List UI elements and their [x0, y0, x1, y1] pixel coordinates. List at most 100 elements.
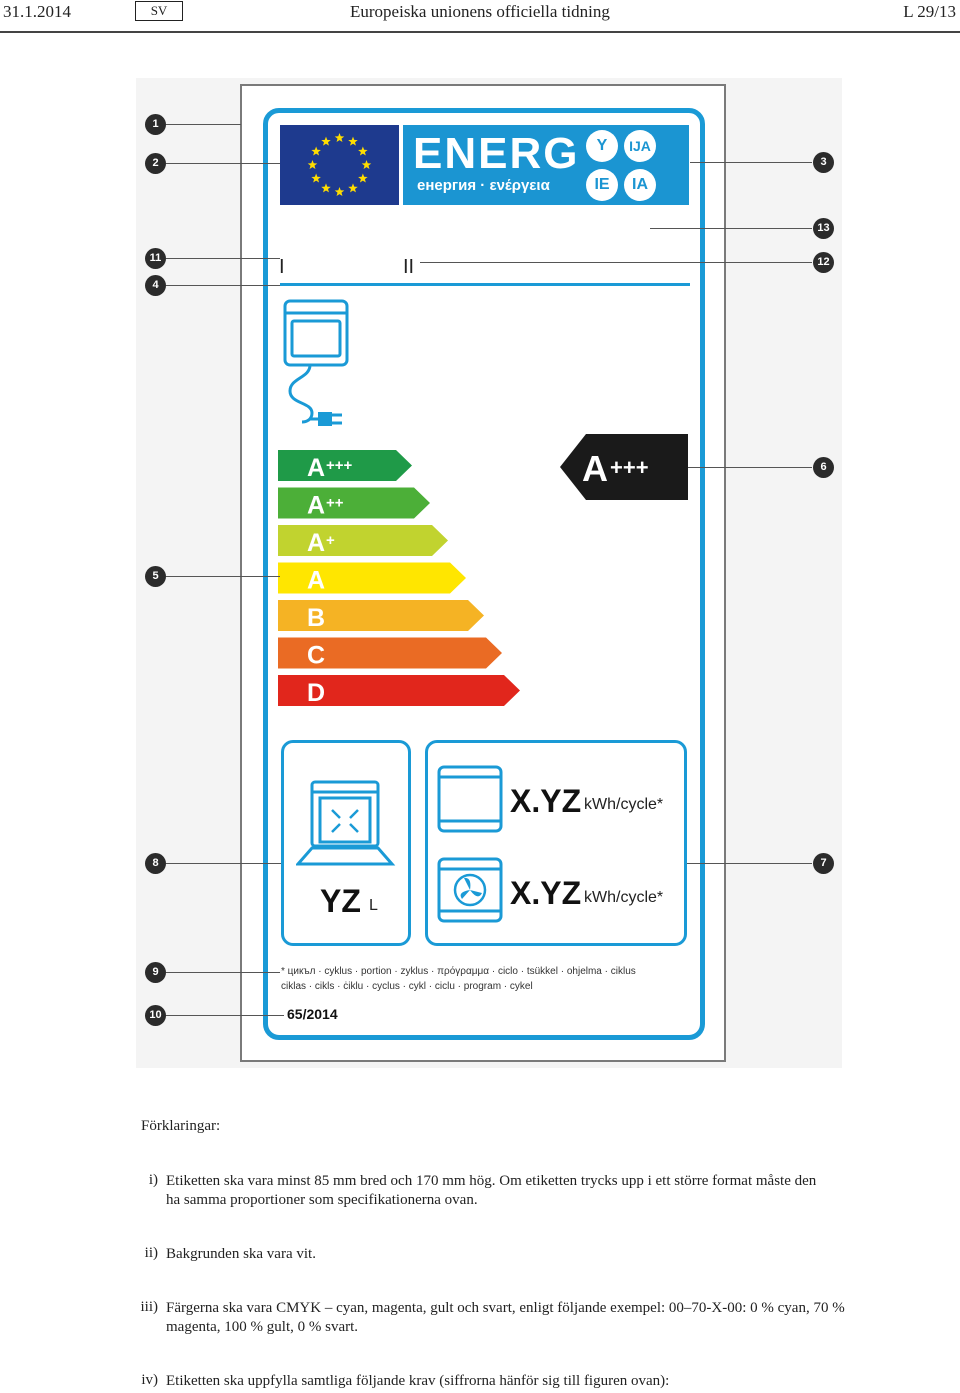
- eu-star: [321, 136, 331, 146]
- supplier-name-field: I: [279, 256, 285, 278]
- marker-10: 10: [145, 1005, 166, 1026]
- legend-item-text: Färgerna ska vara CMYK – cyan, magenta, …: [166, 1300, 845, 1316]
- leader-line: [420, 262, 812, 263]
- marker-12: 12: [813, 252, 834, 273]
- header-rule: [0, 31, 960, 33]
- marker-1: 1: [145, 114, 166, 135]
- current-class-sup: +++: [610, 455, 649, 480]
- eu-star: [307, 160, 318, 170]
- legend-item-text: Etiketten ska vara minst 85 mm bred och …: [166, 1173, 817, 1189]
- scale-arrow: [278, 450, 412, 481]
- scale-arrow: [278, 600, 484, 631]
- energy-conventional-value: X.YZ: [510, 783, 582, 819]
- eu-star: [358, 146, 368, 156]
- leader-line: [166, 258, 280, 259]
- scale-arrow-label: A: [307, 454, 325, 482]
- marker-5: 5: [145, 566, 166, 587]
- energy-conventional-unit: kWh/cycle*: [584, 796, 664, 813]
- eu-star: [311, 173, 321, 183]
- scale-arrow: [278, 675, 520, 706]
- legend-item-text: magenta, 100 % gult, 0 % svart.: [166, 1319, 359, 1335]
- conventional-heating-icon: [437, 765, 503, 833]
- legend-item-text: Bakgrunden ska vara vit.: [166, 1246, 316, 1262]
- marker-2: 2: [145, 153, 166, 174]
- current-class-label: A: [582, 448, 608, 489]
- footnote-line: * цикъл · cyklus · portion · zyklus · πρ…: [281, 966, 636, 977]
- name-divider: [280, 283, 690, 286]
- scale-arrow: [278, 487, 430, 519]
- oven-plug-icon: [283, 299, 349, 426]
- volume-unit: L: [369, 897, 378, 914]
- marker-9: 9: [145, 962, 166, 983]
- legend-item-number: iv): [141, 1372, 158, 1388]
- marker-7: 7: [813, 853, 834, 874]
- eu-star: [334, 133, 345, 143]
- language-circle: IA: [624, 169, 656, 201]
- scale-arrow-label: A: [307, 567, 325, 595]
- scale-arrow-label: D: [307, 679, 325, 707]
- language-badge: SV: [135, 1, 183, 21]
- energy-word: ENERG: [413, 129, 580, 178]
- cycle-footnote: * цикъл · cyklus · portion · zyklus · πρ…: [281, 964, 691, 994]
- eu-flag-icon: [280, 125, 399, 205]
- volume-panel: [281, 740, 411, 946]
- marker-3: 3: [813, 152, 834, 173]
- regulation-number: 65/2014: [287, 1006, 338, 1022]
- current-class-arrow: A +++: [560, 434, 688, 500]
- leader-line: [166, 576, 280, 577]
- marker-13: 13: [813, 218, 834, 239]
- legend-item-text: Etiketten ska uppfylla samtliga följande…: [166, 1373, 670, 1389]
- energy-consumption-panel: [425, 740, 687, 946]
- legend-item-number: ii): [144, 1245, 158, 1261]
- oven-cavity-icon: [296, 780, 396, 866]
- eu-star: [311, 146, 321, 156]
- publication-date: 31.1.2014: [3, 2, 71, 21]
- marker-8: 8: [145, 853, 166, 874]
- language-circle: IE: [586, 169, 618, 201]
- volume-value: YZ: [320, 883, 361, 919]
- page-reference: L 29/13: [903, 2, 956, 21]
- leader-line: [688, 467, 812, 468]
- leader-line: [166, 863, 281, 864]
- marker-6: 6: [813, 457, 834, 478]
- leader-line: [687, 863, 812, 864]
- leader-line: [166, 163, 280, 164]
- fan-heating-icon: [437, 857, 503, 923]
- eu-star: [358, 173, 368, 183]
- language-circle: Y: [586, 130, 618, 162]
- eu-star: [348, 136, 358, 146]
- legend-item-number: iii): [140, 1299, 159, 1315]
- energy-subtitle: енергия · ενέργεια: [417, 177, 550, 194]
- legend-item-number: i): [148, 1172, 158, 1188]
- leader-line: [650, 228, 812, 229]
- scale-arrow-sup: +: [326, 532, 335, 549]
- leader-line: [690, 162, 812, 163]
- marker-11: 11: [145, 248, 166, 269]
- scale-arrow-sup: +++: [326, 457, 353, 474]
- legend-heading: Förklaringar:: [141, 1118, 221, 1134]
- eu-star: [348, 183, 358, 193]
- journal-title: Europeiska unionens officiella tidning: [350, 2, 610, 21]
- scale-arrow-sup: ++: [326, 495, 344, 512]
- eu-star: [321, 183, 331, 193]
- leader-line: [166, 285, 280, 286]
- scale-arrow: [278, 525, 448, 556]
- scale-arrow: [278, 562, 466, 594]
- leader-line: [166, 1015, 284, 1016]
- language-circle: IJA: [624, 130, 656, 162]
- energy-fan-unit: kWh/cycle*: [584, 889, 664, 906]
- energy-fan-value: X.YZ: [510, 875, 582, 911]
- leader-line: [166, 124, 241, 125]
- legend-item-text: ha samma proportioner som specifikatione…: [166, 1192, 478, 1208]
- eu-star: [361, 160, 372, 170]
- footnote-line: ciklas · cikls · ċiklu · cyclus · cykl ·…: [281, 981, 533, 992]
- eu-star: [334, 187, 345, 197]
- marker-4: 4: [145, 275, 166, 296]
- scale-arrow-label: A: [307, 492, 325, 520]
- page-header: 31.1.2014 SV Europeiska unionens officie…: [0, 0, 960, 34]
- scale-arrow-label: C: [307, 642, 325, 670]
- scale-arrow-label: B: [307, 604, 325, 632]
- scale-arrow-label: A: [307, 529, 325, 557]
- scale-arrow: [278, 637, 502, 669]
